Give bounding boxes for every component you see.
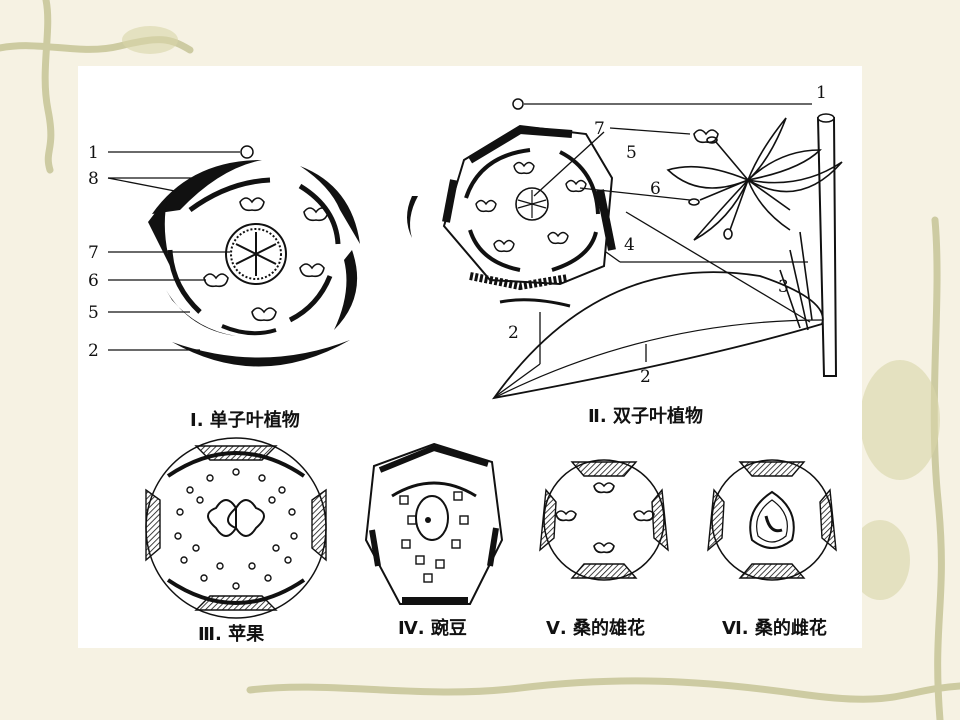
label-petal: 5: [88, 303, 99, 323]
label-pistil: 7: [594, 119, 605, 139]
dicot-diagram: 1 7 5 6 4 3 2 2 Ⅱ. 双子叶植物: [407, 83, 843, 427]
label-sepal: 4: [624, 235, 635, 255]
label-petal: 6: [650, 179, 661, 199]
caption-dicot: Ⅱ. 双子叶植物: [588, 405, 703, 427]
label-sepal: 8: [88, 169, 99, 189]
caption-monocot: Ⅰ. 单子叶植物: [190, 409, 300, 431]
caption-apple: Ⅲ. 苹果: [198, 623, 265, 645]
label-axis: 1: [816, 83, 827, 103]
label-bract: 2: [508, 323, 519, 343]
caption-mulberry-female: Ⅵ. 桑的雌花: [722, 617, 827, 639]
mulberry-male-diagram: Ⅴ. 桑的雄花: [539, 459, 669, 639]
caption-mulberry-male: Ⅴ. 桑的雄花: [546, 617, 645, 639]
caption-pea: Ⅳ. 豌豆: [398, 617, 467, 639]
label-bract: 2: [88, 341, 99, 361]
mulberry-female-diagram: Ⅵ. 桑的雌花: [707, 459, 837, 639]
label-axis: 1: [88, 143, 99, 163]
monocot-diagram: 1 8 7 6 5 2 Ⅰ. 单子叶植物: [88, 143, 360, 431]
pea-diagram: Ⅳ. 豌豆: [364, 442, 504, 639]
label-bracteole: 3: [778, 277, 789, 297]
apple-diagram: Ⅲ. 苹果: [145, 437, 327, 645]
label-stamen: 6: [88, 271, 99, 291]
label-ovary: 7: [88, 243, 99, 263]
label-stamen: 5: [626, 143, 637, 163]
label-bract-2: 2: [640, 367, 651, 387]
